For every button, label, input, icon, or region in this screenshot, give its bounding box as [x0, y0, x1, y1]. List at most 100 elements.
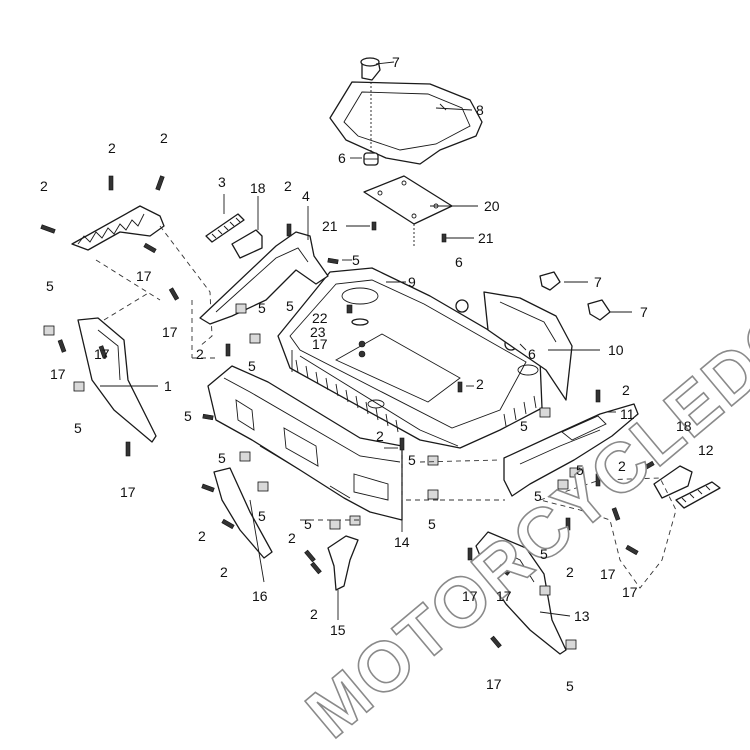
callout-5: 5 — [576, 462, 584, 478]
part-2-screw-tub — [457, 381, 463, 393]
callout-5: 5 — [46, 278, 54, 294]
part-15-bracket — [327, 535, 359, 591]
callout-20: 20 — [484, 198, 500, 214]
part-14-rear-bumper — [207, 365, 403, 521]
left-bracket-dashed — [71, 205, 165, 251]
callout-17: 17 — [162, 324, 178, 340]
part-11-right-panel — [503, 403, 639, 497]
part-3-grip — [205, 213, 245, 243]
part-7-clip-upper — [539, 271, 561, 291]
callout-17: 17 — [94, 346, 110, 362]
callout-2: 2 — [198, 528, 206, 544]
callout-14: 14 — [394, 534, 410, 550]
callout-5: 5 — [428, 516, 436, 532]
callout-9: 9 — [408, 274, 416, 290]
leader-lines — [100, 61, 632, 620]
fasteners — [40, 175, 655, 650]
callout-21: 21 — [478, 230, 494, 246]
part-21-screw-right — [441, 233, 447, 243]
callout-22: 22 — [312, 310, 328, 326]
callout-2: 2 — [40, 178, 48, 194]
part-18-pad-right — [653, 465, 693, 499]
callout-5: 5 — [352, 252, 360, 268]
callout-2: 2 — [476, 376, 484, 392]
callout-2: 2 — [566, 564, 574, 580]
callout-11: 11 — [620, 406, 635, 422]
part-17-screw-tub-2 — [358, 350, 366, 358]
callout-18: 18 — [676, 418, 692, 434]
callout-2: 2 — [108, 140, 116, 156]
callout-5: 5 — [520, 418, 528, 434]
callout-17: 17 — [462, 588, 478, 604]
callout-7: 7 — [594, 274, 602, 290]
part-4-upper-fender — [199, 231, 329, 325]
callout-2: 2 — [376, 428, 384, 444]
callout-7: 7 — [640, 304, 648, 320]
callout-23: 23 — [310, 324, 326, 340]
part-16-left-flap — [213, 467, 273, 559]
part-20-mount-plate — [363, 175, 453, 225]
callout-5: 5 — [248, 358, 256, 374]
callout-17: 17 — [486, 676, 502, 692]
callout-2: 2 — [310, 606, 318, 622]
callout-7: 7 — [392, 54, 400, 70]
callout-6: 6 — [338, 150, 346, 166]
part-12-step — [675, 481, 721, 509]
callout-2: 2 — [622, 382, 630, 398]
part-17-screw-tub — [358, 340, 366, 348]
part-7-cap-top — [360, 57, 381, 81]
callout-17: 17 — [120, 484, 136, 500]
callout-17: 17 — [312, 336, 328, 352]
callout-12: 12 — [698, 442, 714, 458]
part-6-grommet-mid — [455, 299, 469, 313]
part-7-clip-lower — [587, 299, 611, 321]
callout-18: 18 — [250, 180, 266, 196]
part-21-screw-left — [371, 221, 377, 231]
callout-15: 15 — [330, 622, 346, 638]
callout-4: 4 — [302, 188, 310, 204]
callout-2: 2 — [196, 346, 204, 362]
callout-5: 5 — [258, 300, 266, 316]
callout-5: 5 — [74, 420, 82, 436]
part-23-washer — [351, 318, 369, 326]
callout-8: 8 — [476, 102, 484, 118]
callout-10: 10 — [608, 342, 624, 358]
callout-13: 13 — [574, 608, 590, 624]
callout-6: 6 — [455, 254, 463, 270]
part-22-fastener — [346, 304, 353, 314]
callout-5: 5 — [566, 678, 574, 694]
callout-5: 5 — [258, 508, 266, 524]
callout-17: 17 — [600, 566, 616, 582]
part-8-storage-lid — [329, 81, 483, 165]
callout-labels: 7 8 6 20 21 21 2 2 2 3 18 2 4 5 9 6 7 7 … — [40, 54, 714, 694]
callout-5: 5 — [534, 488, 542, 504]
callout-17: 17 — [136, 268, 152, 284]
callout-17: 17 — [50, 366, 66, 382]
assembly-lines — [191, 300, 505, 521]
callout-5: 5 — [408, 452, 416, 468]
callout-5: 5 — [540, 546, 548, 562]
callout-21: 21 — [322, 218, 338, 234]
callout-16: 16 — [252, 588, 268, 604]
callout-17: 17 — [496, 588, 512, 604]
callout-5: 5 — [218, 450, 226, 466]
callout-2: 2 — [618, 458, 626, 474]
part-18-pad-left — [231, 229, 263, 259]
callout-2: 2 — [288, 530, 296, 546]
callout-17: 17 — [622, 584, 638, 600]
callout-2: 2 — [220, 564, 228, 580]
callout-5: 5 — [286, 298, 294, 314]
callout-3: 3 — [218, 174, 226, 190]
callout-5: 5 — [304, 516, 312, 532]
callout-2: 2 — [284, 178, 292, 194]
part-1-left-guard — [77, 317, 157, 443]
callout-6: 6 — [528, 346, 536, 362]
callout-5: 5 — [184, 408, 192, 424]
callout-2: 2 — [160, 130, 168, 146]
callout-1: 1 — [164, 378, 172, 394]
part-10-side-panel — [483, 291, 573, 401]
part-13-right-guard — [475, 531, 567, 655]
part-6-grommet-top — [363, 152, 379, 166]
